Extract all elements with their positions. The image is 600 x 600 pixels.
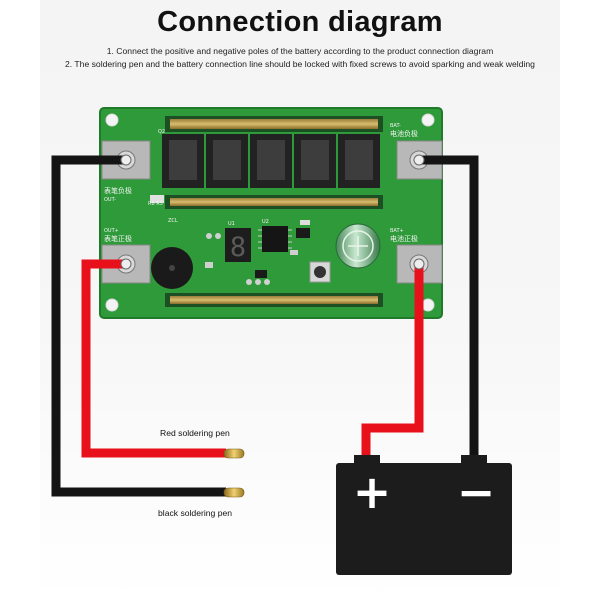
mosfet (250, 134, 292, 188)
red-pen-label: Red soldering pen (160, 428, 230, 438)
tactile-button (309, 261, 331, 283)
display-digit: 8 (230, 232, 246, 263)
mosfet (338, 134, 380, 188)
red-pen-tip (223, 448, 245, 459)
silk-pen-negative: 表笔负极 (104, 186, 132, 195)
silk-pen-positive-code: OUT+ (104, 228, 119, 234)
smd-component (205, 262, 213, 268)
silk-u2: U2 (262, 219, 269, 225)
instruction-1: 1. Connect the positive and negative pol… (106, 46, 494, 56)
electrolytic-capacitor (335, 223, 381, 269)
mosfet (206, 134, 248, 188)
small-component (255, 270, 267, 278)
silk-pen-negative-code: OUT- (104, 197, 116, 203)
black-wire-pen (51, 155, 226, 497)
mosfet (162, 134, 204, 188)
black-pen-label: black soldering pen (158, 508, 233, 518)
silk-battery-positive: 电池正极 (390, 234, 418, 243)
mosfet-row (162, 134, 380, 188)
pcb-board: 8 (99, 107, 443, 319)
silk-pen-positive: 表笔正极 (104, 234, 132, 243)
smd-component (290, 250, 298, 255)
silk-r: R8 R5 (148, 201, 163, 207)
battery-negative-symbol: − (457, 465, 496, 519)
battery-positive-symbol: + (353, 465, 392, 519)
black-pen-tip (223, 487, 245, 498)
ic-chip (258, 226, 292, 252)
page-title: Connection diagram (157, 6, 443, 38)
mosfet (294, 134, 336, 188)
silk-u: U1 (228, 221, 235, 227)
seven-segment-display: 8 (225, 228, 251, 263)
silk-battery-positive-code: BAT+ (390, 228, 404, 234)
black-wire-battery (419, 155, 479, 465)
red-wire-pen (81, 259, 226, 458)
silk-battery-negative: 电池负极 (390, 129, 418, 138)
battery: + − (336, 455, 512, 575)
red-wire-battery (361, 264, 424, 465)
silk-q: Q2 (158, 129, 165, 135)
buzzer (151, 247, 193, 289)
small-ic (296, 228, 310, 238)
silk-battery-negative-code: BAT- (390, 123, 401, 129)
instruction-2: 2. The soldering pen and the battery con… (65, 59, 535, 69)
silk-zcl: ZCL (168, 218, 178, 224)
